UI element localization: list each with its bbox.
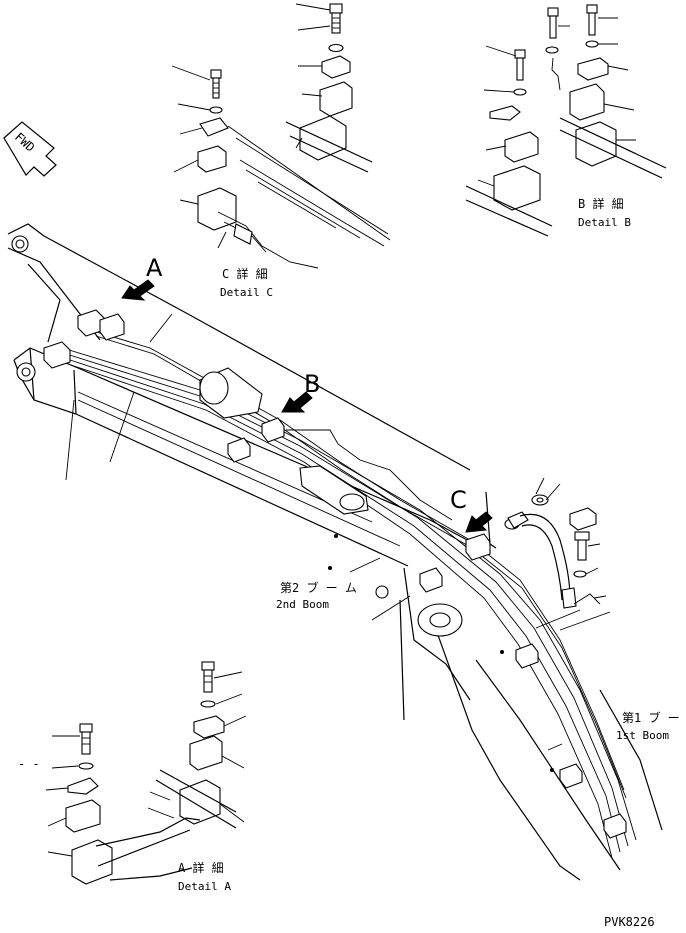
view-b-letter: B	[304, 370, 320, 398]
forward-label: FWD	[12, 130, 37, 155]
hose-detail	[485, 477, 611, 631]
boom-assembly	[7, 223, 663, 881]
detail-c-jp: C 詳 細	[222, 266, 268, 281]
detail-b-caption: B 詳 細 Detail B	[578, 196, 631, 229]
second-boom-label: 第2 ブ ー ム 2nd Boom	[276, 580, 357, 611]
view-arrow-c: C	[450, 486, 493, 533]
detail-a-drawing	[45, 661, 247, 885]
detail-a-dash: - -	[18, 757, 40, 771]
detail-c-en: Detail C	[220, 286, 273, 299]
detail-a-jp: A 詳 細	[178, 860, 224, 875]
detail-b-en: Detail B	[578, 216, 631, 229]
detail-c-caption: C 詳 細 Detail C	[220, 266, 273, 299]
drawing-code: PVK8226	[604, 915, 655, 929]
first-boom-jp: 第1 ブ ー ム	[622, 710, 686, 725]
detail-c-drawing	[171, 65, 391, 269]
view-a-letter: A	[146, 254, 163, 282]
detail-b-drawing	[465, 4, 667, 237]
view-arrow-b: B	[281, 370, 320, 413]
forward-arrow-icon: FWD	[3, 121, 57, 177]
detail-a-caption: A 詳 細 Detail A	[178, 860, 231, 893]
second-boom-en: 2nd Boom	[276, 598, 329, 611]
detail-a-en: Detail A	[178, 880, 231, 893]
detail-b-jp: B 詳 細	[578, 196, 624, 211]
second-boom-jp: 第2 ブ ー ム	[280, 580, 357, 595]
view-c-letter: C	[450, 486, 467, 514]
first-boom-en: 1st Boom	[616, 729, 669, 742]
first-boom-label: 第1 ブ ー ム 1st Boom	[616, 710, 686, 742]
upper-clamp-detail	[285, 3, 373, 173]
view-arrow-a: A	[121, 254, 163, 301]
